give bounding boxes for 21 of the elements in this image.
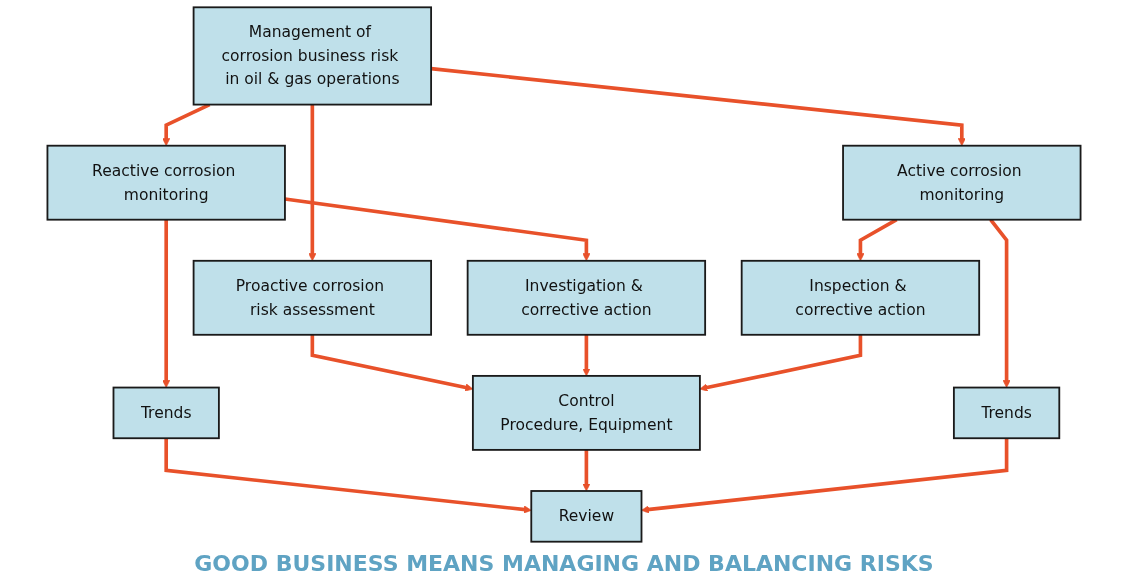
node-box: Proactive corrosion risk assessment [192,259,432,336]
node-box: Investigation & corrective action [466,259,707,336]
arrow [641,438,1009,514]
caption: GOOD BUSINESS MEANS MANAGING AND BALANCING RISKS [194,550,934,578]
node-box: Trends [952,386,1061,440]
arrow [308,104,317,262]
arrow [582,449,591,492]
arrow [582,334,591,377]
node-box: Control Procedure, Equipment [471,375,701,451]
arrow [164,438,532,514]
arrow [284,197,591,262]
arrow [856,218,898,262]
node-box: Inspection & corrective action [740,259,981,336]
node-box: Reactive corrosion monitoring [46,144,286,221]
node-box: Management of corrosion business risk in oil & gas operations [192,6,432,106]
node-box: Trends [112,386,220,440]
node-box: Active corrosion monitoring [842,144,1082,221]
arrow [989,218,1011,388]
arrow [162,219,171,388]
arrow [699,334,863,392]
node-box: Review [530,490,643,543]
